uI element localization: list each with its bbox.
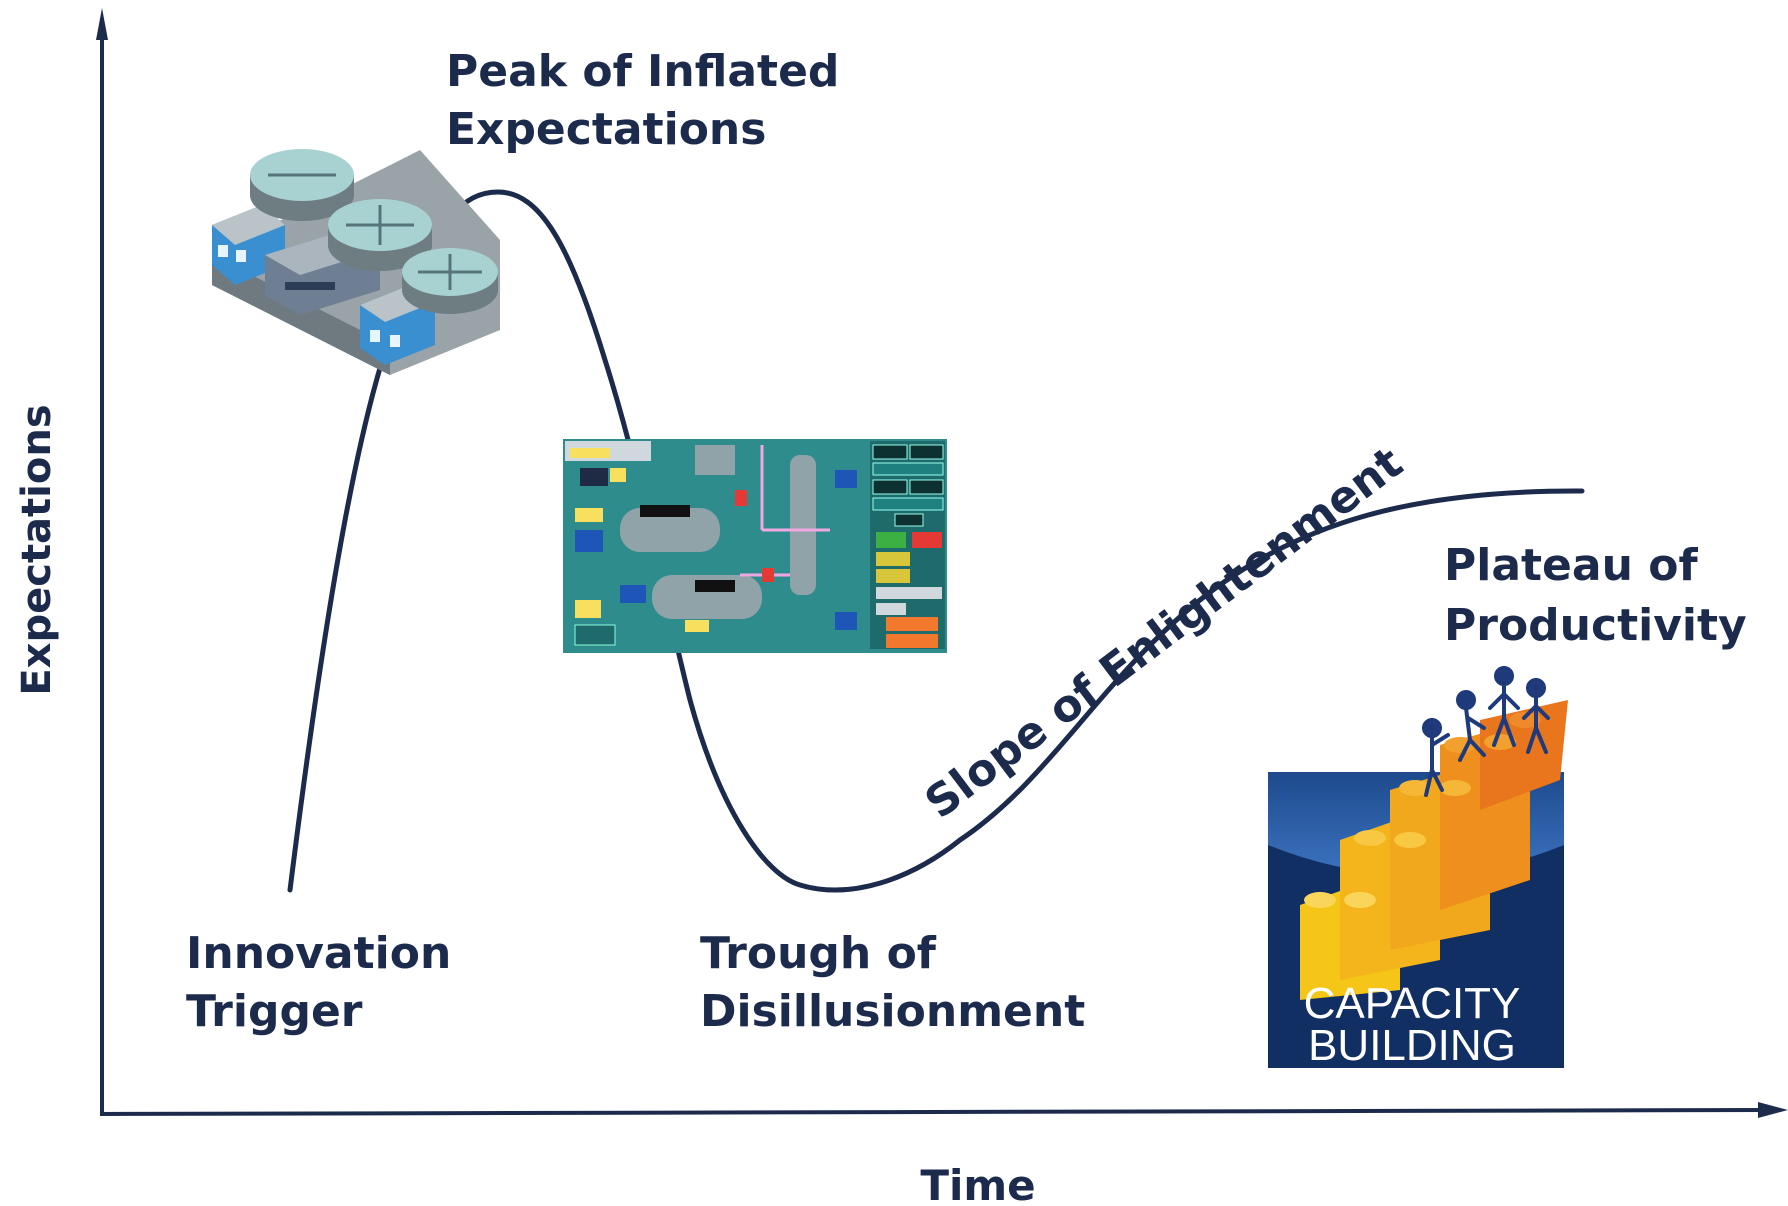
slope-label: Slope of Enlightenment [916, 437, 1412, 829]
capacity-building-logo-icon: CAPACITY BUILDING [1268, 666, 1568, 1070]
innovation-trigger-label-line-2: Trigger [186, 986, 363, 1037]
badge-line-2: BUILDING [1308, 1021, 1516, 1070]
plateau-label-line-1: Plateau of [1444, 540, 1698, 591]
trough-label-line-1: Trough of [700, 928, 937, 979]
peak-label-line-2: Expectations [446, 104, 766, 155]
innovation-trigger-label-line-1: Innovation [186, 928, 451, 979]
y-axis-label: Expectations [14, 404, 60, 695]
y-axis-arrow-icon [96, 8, 108, 40]
axes [96, 8, 1788, 1118]
scada-panel-icon [563, 439, 947, 653]
x-axis-line [99, 1108, 1771, 1116]
trough-label-line-2: Disillusionment [700, 986, 1085, 1037]
x-axis-label: Time [920, 1161, 1035, 1206]
badge-line-1: CAPACITY [1304, 979, 1521, 1028]
water-treatment-plant-icon [212, 149, 500, 375]
peak-label-line-1: Peak of Inflated [446, 46, 839, 97]
x-axis-arrow-icon [1758, 1102, 1788, 1118]
plateau-label-line-2: Productivity [1444, 600, 1747, 651]
